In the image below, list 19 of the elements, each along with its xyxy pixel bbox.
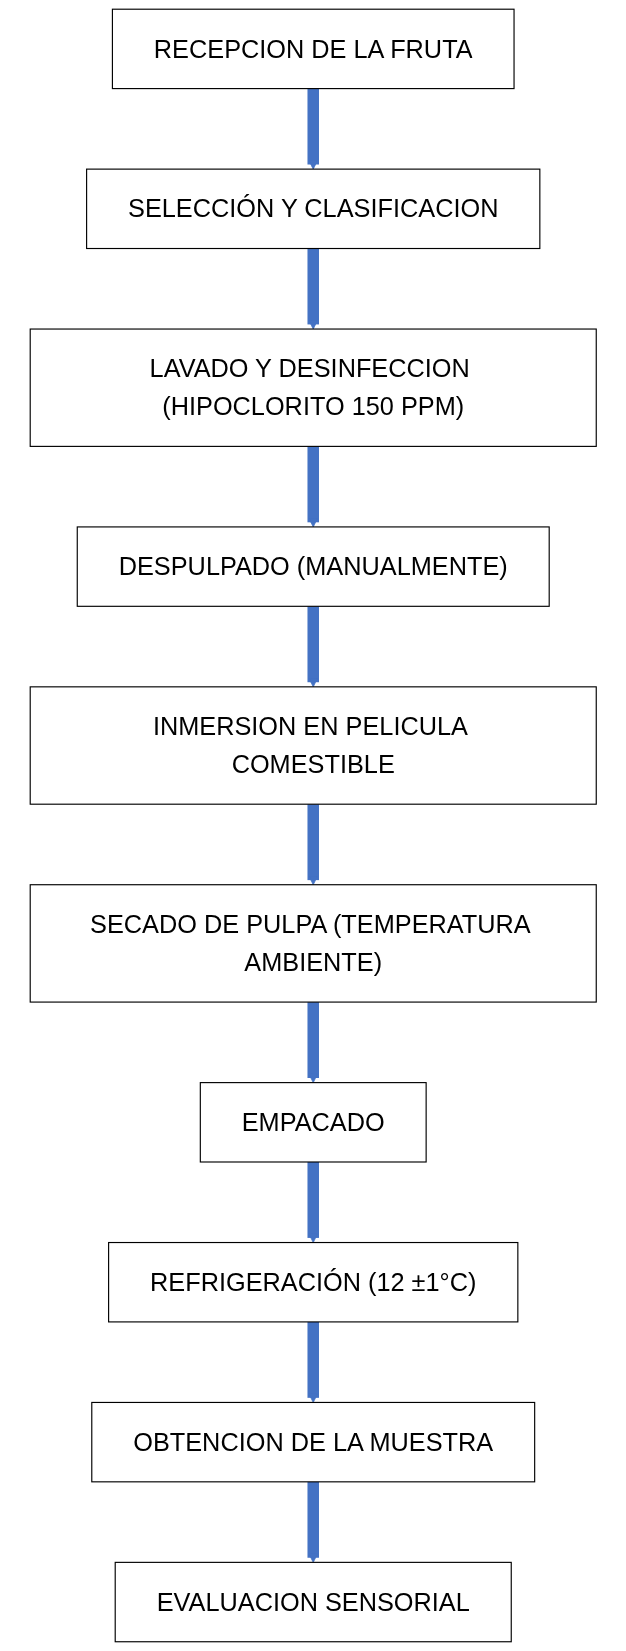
node-box: OBTENCION DE LA MUESTRA	[90, 1401, 535, 1483]
node-box: EMPACADO	[199, 1082, 427, 1163]
arrow	[307, 446, 319, 528]
node-box: LAVADO Y DESINFECCION (HIPOCLORITO 150 PPM)	[29, 328, 597, 447]
arrow	[307, 1321, 319, 1403]
node-box: RECEPCION DE LA FRUTA	[111, 8, 515, 90]
node-box: REFRIGERACIÓN (12 ±1°C)	[107, 1241, 519, 1323]
node-box: SECADO DE PULPA (TEMPERATURA AMBIENTE)	[29, 884, 597, 1003]
arrow	[307, 1002, 319, 1084]
arrow	[307, 248, 319, 330]
node-box: SELECCIÓN Y CLASIFICACION	[85, 168, 541, 250]
arrow	[307, 1481, 319, 1563]
node-box: DESPULPADO (MANUALMENTE)	[76, 526, 550, 607]
arrow	[307, 1162, 319, 1243]
arrow	[307, 88, 319, 170]
arrow	[307, 606, 319, 688]
node-box: EVALUACION SENSORIAL	[114, 1561, 512, 1643]
arrow	[307, 804, 319, 886]
node-box: INMERSION EN PELICULA COMESTIBLE	[29, 686, 597, 805]
